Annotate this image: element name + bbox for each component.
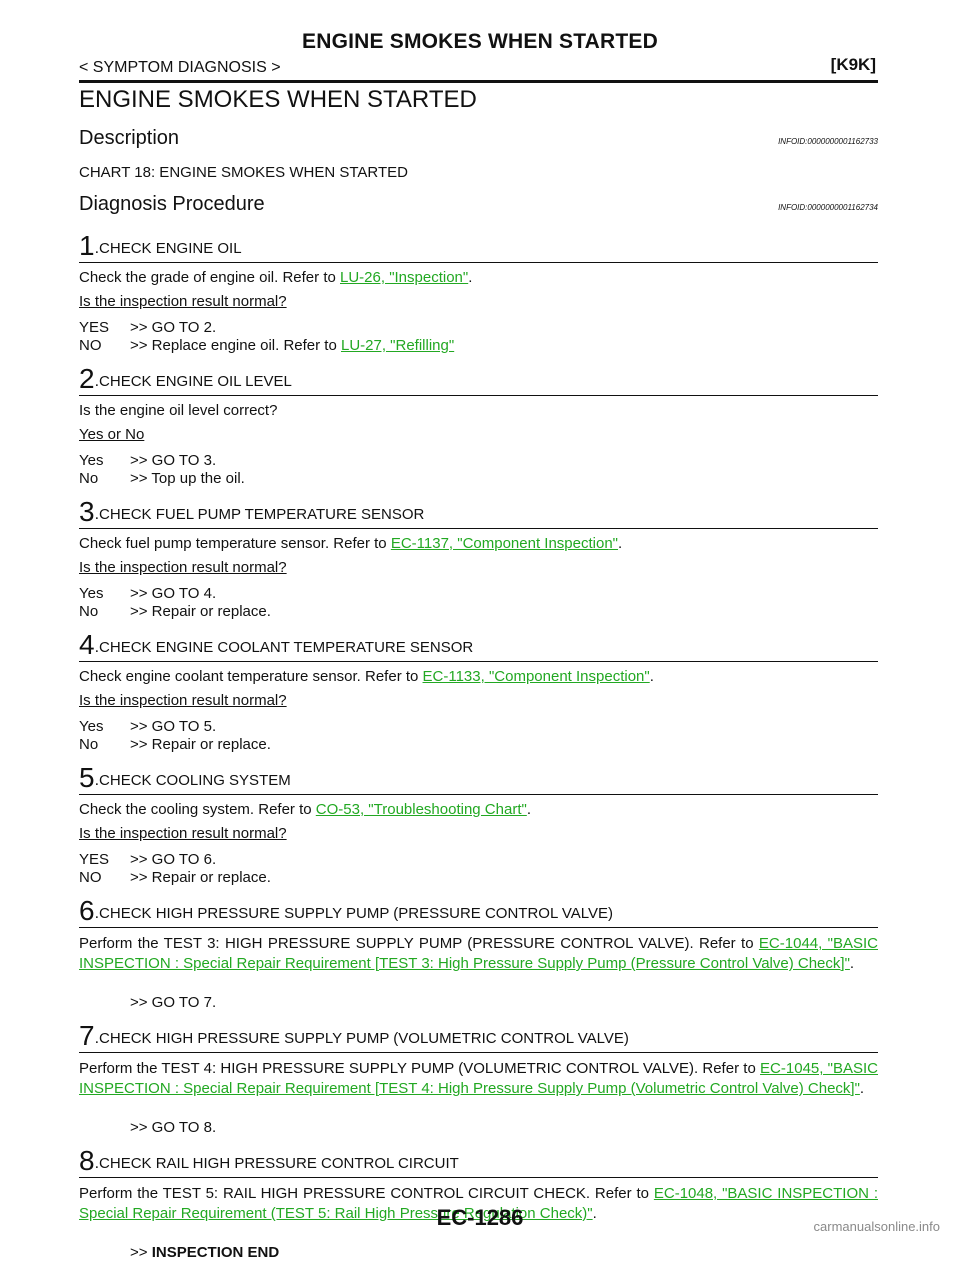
step-heading: 6.CHECK HIGH PRESSURE SUPPLY PUMP (PRESS… xyxy=(79,897,878,928)
step-heading: 4.CHECK ENGINE COOLANT TEMPERATURE SENSO… xyxy=(79,631,878,662)
step-heading: 2.CHECK ENGINE OIL LEVEL xyxy=(79,365,878,396)
procedure-heading: Diagnosis Procedure INFOID:0000000001162… xyxy=(79,190,878,222)
step-title: CHECK ENGINE OIL LEVEL xyxy=(99,373,292,390)
model-tag: [K9K] xyxy=(830,55,876,74)
document-title: ENGINE SMOKES WHEN STARTED xyxy=(79,86,477,113)
reference-link[interactable]: EC-1044, "BASIC INSPECTION : Special Rep… xyxy=(79,935,878,972)
step-question: Is the inspection result normal? xyxy=(79,293,287,310)
reference-link[interactable]: LU-27, "Refilling" xyxy=(340,337,455,354)
step-question: Is the inspection result normal? xyxy=(79,559,287,576)
description-heading: Description INFOID:0000000001162733 xyxy=(79,124,878,156)
step-number: 7 xyxy=(79,1020,95,1051)
answer-row: Yes>> GO TO 3. xyxy=(79,452,217,469)
step-number: 4 xyxy=(79,629,95,660)
header-rule xyxy=(79,80,878,83)
step-title: CHECK COOLING SYSTEM xyxy=(99,772,291,789)
step-number: 2 xyxy=(79,363,95,394)
step-heading: 5.CHECK COOLING SYSTEM xyxy=(79,764,878,795)
step-number: 1 xyxy=(79,230,95,261)
step-3: 3.CHECK FUEL PUMP TEMPERATURE SENSOR Che… xyxy=(79,498,878,621)
step-instruction: Perform the TEST 5: RAIL HIGH PRESSURE C… xyxy=(79,1185,878,1222)
reference-link[interactable]: EC-1133, "Component Inspection" xyxy=(422,668,650,685)
step-instruction: Perform the TEST 3: HIGH PRESSURE SUPPLY… xyxy=(79,935,878,972)
section-tag: < SYMPTOM DIAGNOSIS > xyxy=(79,59,281,76)
step-heading: 8.CHECK RAIL HIGH PRESSURE CONTROL CIRCU… xyxy=(79,1147,878,1178)
step-instruction: Check fuel pump temperature sensor. Refe… xyxy=(79,535,623,552)
answer-row: YES>> GO TO 2. xyxy=(79,319,217,336)
step-8: 8.CHECK RAIL HIGH PRESSURE CONTROL CIRCU… xyxy=(79,1147,878,1262)
step-result: >> INSPECTION END xyxy=(130,1244,280,1261)
step-title: CHECK HIGH PRESSURE SUPPLY PUMP (PRESSUR… xyxy=(99,905,614,922)
step-instruction: Check the grade of engine oil. Refer to … xyxy=(79,269,473,286)
step-heading: 1.CHECK ENGINE OIL xyxy=(79,232,878,263)
procedure-infoid: INFOID:0000000001162734 xyxy=(778,203,878,212)
step-title: CHECK HIGH PRESSURE SUPPLY PUMP (VOLUMET… xyxy=(99,1030,629,1047)
step-question: Is the inspection result normal? xyxy=(79,692,287,709)
step-question: Yes or No xyxy=(79,426,145,443)
step-number: 8 xyxy=(79,1145,95,1176)
step-4: 4.CHECK ENGINE COOLANT TEMPERATURE SENSO… xyxy=(79,631,878,754)
step-answers: Yes>> GO TO 3. No>> Top up the oil. xyxy=(79,452,878,488)
inspection-end: INSPECTION END xyxy=(151,1244,280,1261)
step-instruction: Is the engine oil level correct? xyxy=(79,402,278,419)
step-5: 5.CHECK COOLING SYSTEM Check the cooling… xyxy=(79,764,878,887)
step-1: 1.CHECK ENGINE OIL Check the grade of en… xyxy=(79,232,878,355)
step-number: 6 xyxy=(79,895,95,926)
document-body: ENGINE SMOKES WHEN STARTED Description I… xyxy=(79,84,878,1262)
step-instruction: Perform the TEST 4: HIGH PRESSURE SUPPLY… xyxy=(79,1060,878,1097)
reference-link[interactable]: EC-1045, "BASIC INSPECTION : Special Rep… xyxy=(79,1060,878,1097)
step-title: CHECK RAIL HIGH PRESSURE CONTROL CIRCUIT xyxy=(99,1155,459,1172)
answer-row: No>> Top up the oil. xyxy=(79,470,245,487)
step-answers: YES>> GO TO 2. NO>> Replace engine oil. … xyxy=(79,319,878,355)
step-instruction: Check engine coolant temperature sensor.… xyxy=(79,668,654,685)
step-instruction: Check the cooling system. Refer to CO-53… xyxy=(79,801,531,818)
answer-row: No>> Repair or replace. xyxy=(79,736,271,753)
step-result: >> GO TO 7. xyxy=(130,994,217,1011)
description-heading-text: Description xyxy=(79,127,180,149)
reference-link[interactable]: LU-26, "Inspection" xyxy=(340,269,469,286)
step-answers: Yes>> GO TO 4. No>> Repair or replace. xyxy=(79,585,878,621)
step-6: 6.CHECK HIGH PRESSURE SUPPLY PUMP (PRESS… xyxy=(79,897,878,1012)
step-7: 7.CHECK HIGH PRESSURE SUPPLY PUMP (VOLUM… xyxy=(79,1022,878,1137)
step-heading: 3.CHECK FUEL PUMP TEMPERATURE SENSOR xyxy=(79,498,878,529)
answer-row: Yes>> GO TO 5. xyxy=(79,718,217,735)
step-number: 3 xyxy=(79,496,95,527)
reference-link[interactable]: EC-1137, "Component Inspection" xyxy=(390,535,618,552)
step-2: 2.CHECK ENGINE OIL LEVEL Is the engine o… xyxy=(79,365,878,488)
answer-row: NO>> Replace engine oil. Refer to LU-27,… xyxy=(79,337,455,354)
step-number: 5 xyxy=(79,762,95,793)
procedure-heading-text: Diagnosis Procedure xyxy=(79,193,265,215)
page-number: EC-1286 xyxy=(436,1205,524,1230)
description-infoid: INFOID:0000000001162733 xyxy=(778,137,878,146)
step-title: CHECK ENGINE OIL xyxy=(99,240,242,257)
answer-row: No>> Repair or replace. xyxy=(79,603,271,620)
step-title: CHECK ENGINE COOLANT TEMPERATURE SENSOR xyxy=(99,639,474,656)
description-text: CHART 18: ENGINE SMOKES WHEN STARTED xyxy=(79,164,408,181)
step-answers: YES>> GO TO 6. NO>> Repair or replace. xyxy=(79,851,878,887)
answer-row: Yes>> GO TO 4. xyxy=(79,585,217,602)
step-result: >> GO TO 8. xyxy=(130,1119,217,1136)
answer-row: YES>> GO TO 6. xyxy=(79,851,217,868)
step-answers: Yes>> GO TO 5. No>> Repair or replace. xyxy=(79,718,878,754)
step-title: CHECK FUEL PUMP TEMPERATURE SENSOR xyxy=(99,506,425,523)
step-question: Is the inspection result normal? xyxy=(79,825,287,842)
answer-row: NO>> Repair or replace. xyxy=(79,869,271,886)
step-heading: 7.CHECK HIGH PRESSURE SUPPLY PUMP (VOLUM… xyxy=(79,1022,878,1053)
reference-link[interactable]: EC-1048, "BASIC INSPECTION : Special Rep… xyxy=(79,1185,878,1222)
reference-link[interactable]: CO-53, "Troubleshooting Chart" xyxy=(315,801,527,818)
watermark: carmanualsonline.info xyxy=(813,1219,940,1234)
page-title: ENGINE SMOKES WHEN STARTED xyxy=(302,30,658,53)
